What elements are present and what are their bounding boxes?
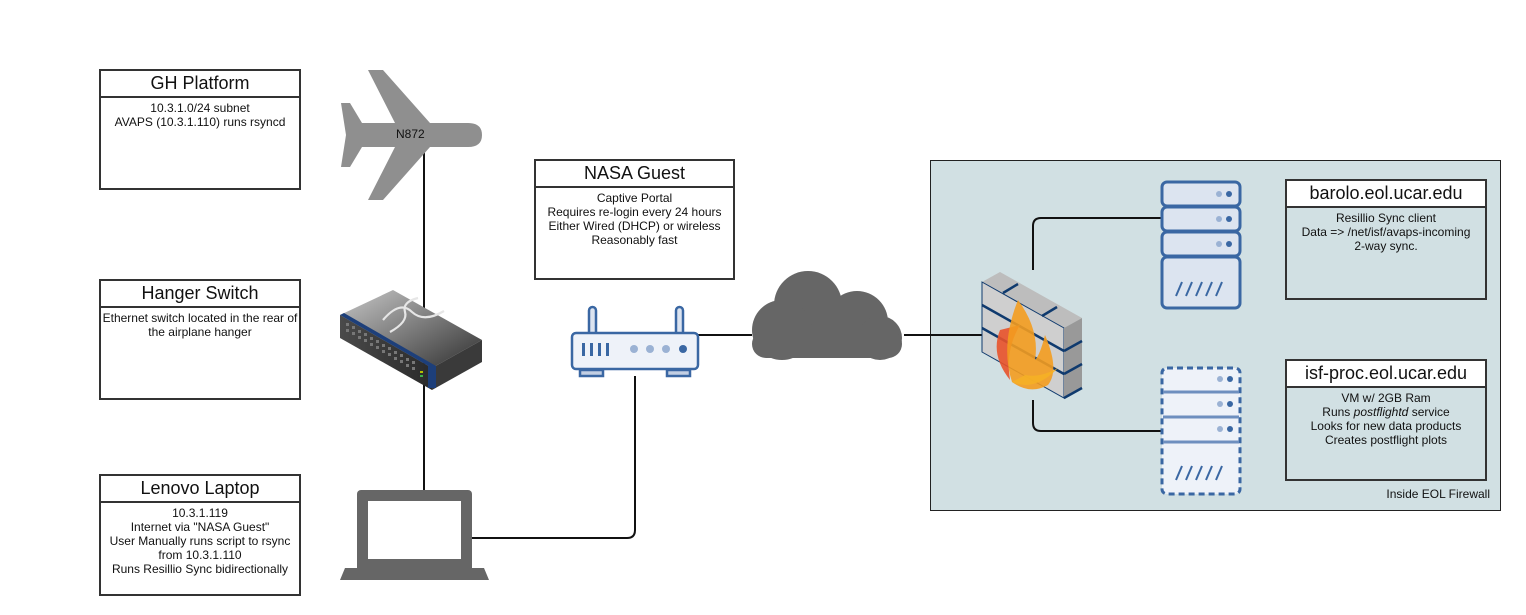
service-name: postflightd (1353, 405, 1409, 419)
card-line: Runs Resillio Sync bidirectionally (111, 562, 289, 576)
card-line: Either Wired (DHCP) or wireless (548, 219, 721, 233)
network-switch-icon (340, 290, 482, 390)
virtual-server-icon (1160, 366, 1242, 496)
text-run: service (1408, 405, 1450, 419)
wireless-router-icon (570, 305, 700, 378)
airplane-label: N872 (396, 127, 425, 141)
card-line: the airplane hanger (148, 325, 252, 339)
card-line: 2-way sync. (1354, 239, 1418, 253)
card-title: Hanger Switch (101, 281, 299, 308)
card-line: Requires re-login every 24 hours (547, 205, 722, 219)
card-line: Runs postflightd service (1287, 405, 1485, 419)
card-body: 10.3.1.119 Internet via "NASA Guest" Use… (101, 503, 299, 576)
card-title: NASA Guest (536, 161, 733, 188)
card-line: Data => /net/isf/avaps-incoming (1301, 225, 1471, 239)
connector-laptop-router (468, 376, 636, 539)
connector-firewall-barolo (1032, 217, 1162, 270)
card-isf-proc: isf-proc.eol.ucar.edu VM w/ 2GB Ram Runs… (1285, 359, 1487, 481)
connector-firewall-isfproc (1032, 400, 1162, 432)
card-barolo: barolo.eol.ucar.edu Resillio Sync client… (1285, 179, 1487, 300)
card-line: 10.3.1.0/24 subnet (150, 101, 250, 115)
card-body: Resillio Sync client Data => /net/isf/av… (1287, 208, 1485, 253)
card-body: Ethernet switch located in the rear of t… (101, 308, 299, 339)
card-lenovo-laptop: Lenovo Laptop 10.3.1.119 Internet via "N… (99, 474, 301, 596)
card-title: isf-proc.eol.ucar.edu (1287, 361, 1485, 388)
zone-label: Inside EOL Firewall (1386, 487, 1490, 501)
card-line: User Manually runs script to rsync (109, 534, 291, 548)
card-body: Captive Portal Requires re-login every 2… (536, 188, 733, 247)
laptop-icon (340, 490, 489, 580)
card-line: Reasonably fast (591, 233, 678, 247)
card-line: Creates postflight plots (1324, 433, 1448, 447)
card-line: VM w/ 2GB Ram (1341, 391, 1431, 405)
card-line: Looks for new data products (1310, 419, 1462, 433)
card-title: GH Platform (101, 71, 299, 98)
card-gh-platform: GH Platform 10.3.1.0/24 subnet AVAPS (10… (99, 69, 301, 190)
card-line: Resillio Sync client (1335, 211, 1437, 225)
server-icon (1160, 180, 1242, 310)
card-line: Ethernet switch located in the rear of (102, 311, 298, 325)
card-line: Captive Portal (596, 191, 673, 205)
text-run: Runs (1322, 405, 1354, 419)
card-line: Internet via "NASA Guest" (130, 520, 270, 534)
card-nasa-guest: NASA Guest Captive Portal Requires re-lo… (534, 159, 735, 280)
card-hanger-switch: Hanger Switch Ethernet switch located in… (99, 279, 301, 400)
card-body: VM w/ 2GB Ram Runs postflightd service L… (1287, 388, 1485, 447)
card-line: 10.3.1.119 (172, 506, 228, 520)
airplane-icon (341, 70, 482, 200)
card-title: barolo.eol.ucar.edu (1287, 181, 1485, 208)
firewall-icon (981, 272, 1083, 400)
card-line: from 10.3.1.110 (158, 548, 242, 562)
card-body: 10.3.1.0/24 subnet AVAPS (10.3.1.110) ru… (101, 98, 299, 129)
card-title: Lenovo Laptop (101, 476, 299, 503)
card-line: AVAPS (10.3.1.110) runs rsyncd (114, 115, 286, 129)
cloud-icon (752, 271, 902, 360)
